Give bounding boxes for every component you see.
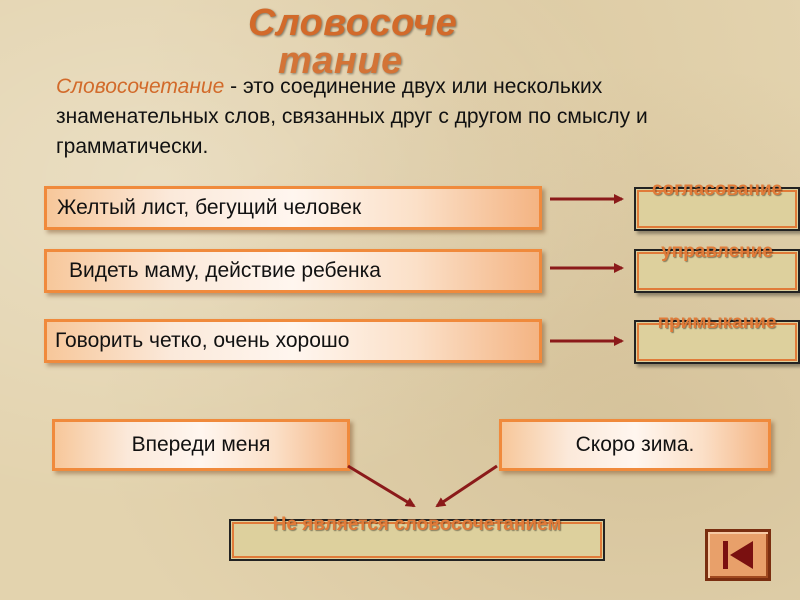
conclusion-text: Не является словосочетанием	[272, 514, 562, 535]
example-box-2: Видеть маму, действие ребенка	[44, 249, 542, 293]
type-label-government: управление	[661, 241, 773, 262]
conclusion-box: Не является словосочетанием	[229, 514, 605, 561]
example-text-3: Говорить четко, очень хорошо	[55, 329, 350, 352]
arrow-diag-right	[435, 464, 498, 508]
slide-title-line1: Словосоче	[248, 2, 458, 44]
slide-title: Словосоче тание	[248, 2, 458, 82]
type-label-adjunction: примыкание	[657, 312, 777, 333]
non-phrase-box-1: Впереди меня	[52, 419, 350, 471]
skip-to-start-button[interactable]	[705, 529, 771, 581]
arrow-diag-left	[347, 464, 416, 508]
non-phrase-text-2: Скоро зима.	[575, 433, 695, 456]
example-box-3: Говорить четко, очень хорошо	[44, 319, 542, 363]
example-box-1: Желтый лист, бегущий человек	[44, 186, 542, 230]
non-phrase-box-2: Скоро зима.	[499, 419, 771, 471]
skip-to-start-icon	[723, 541, 753, 569]
slide-title-line2: тание	[278, 40, 403, 82]
type-label-agreement: согласование	[651, 179, 783, 200]
example-text-2: Видеть маму, действие ребенка	[69, 259, 381, 282]
type-box-government: управление	[634, 241, 800, 293]
example-text-1: Желтый лист, бегущий человек	[57, 196, 362, 219]
type-box-adjunction: примыкание	[634, 312, 800, 364]
definition-text: Словосочетание - это соединение двух или…	[56, 72, 746, 162]
non-phrase-text-1: Впереди меня	[131, 433, 271, 456]
definition-term: Словосочетание	[56, 75, 225, 98]
definition-body: - это соединение двух или нескольких зна…	[56, 75, 648, 158]
type-box-agreement: согласование	[634, 179, 800, 231]
